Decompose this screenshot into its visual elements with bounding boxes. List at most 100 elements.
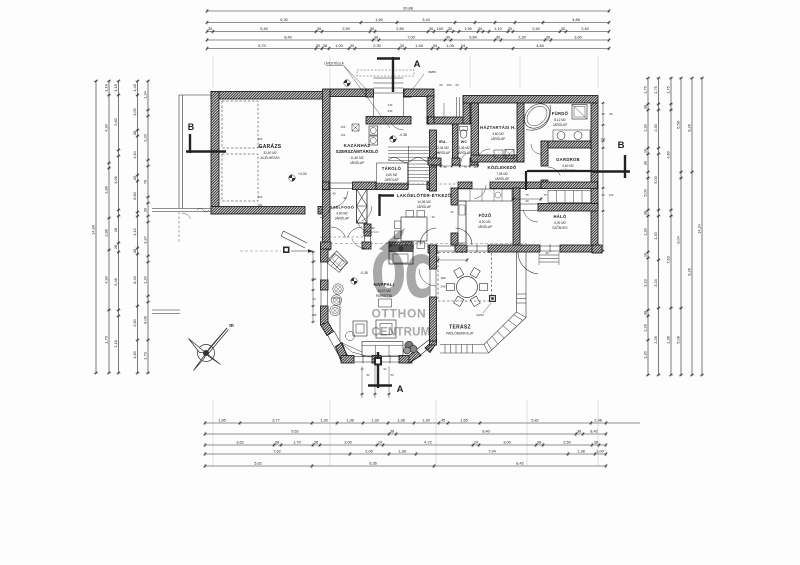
svg-text:630: 630 (312, 277, 317, 281)
svg-text:30: 30 (546, 35, 551, 40)
svg-text:2,40: 2,40 (581, 26, 589, 31)
svg-text:GARDROB: GARDROB (556, 157, 580, 162)
svg-text:JÁRÓLAP: JÁRÓLAP (495, 176, 510, 181)
svg-text:5,40: 5,40 (260, 26, 268, 31)
svg-text:FÜRDŐ: FÜRDŐ (552, 111, 569, 116)
svg-text:9,40: 9,40 (482, 429, 490, 434)
svg-text:1,75: 1,75 (643, 86, 648, 94)
svg-text:60: 60 (439, 83, 443, 87)
svg-text:JÁRÓLAP: JÁRÓLAP (384, 177, 399, 182)
svg-text:1,20: 1,20 (143, 275, 148, 283)
svg-text:m: m (229, 323, 234, 329)
svg-text:1,79: 1,79 (104, 336, 109, 344)
svg-text:285: 285 (312, 313, 317, 317)
svg-text:4,30: 4,30 (104, 123, 109, 131)
svg-text:30: 30 (448, 26, 453, 31)
svg-text:1,38: 1,38 (346, 418, 354, 423)
svg-text:3,60: 3,60 (574, 35, 582, 40)
svg-text:1,30: 1,30 (643, 227, 648, 235)
svg-text:28: 28 (113, 228, 118, 232)
svg-text:28: 28 (113, 245, 118, 249)
svg-text:10: 10 (378, 440, 383, 445)
svg-text:SZŐNYEG: SZŐNYEG (552, 225, 568, 230)
svg-text:TÁROLÓ: TÁROLÓ (382, 166, 402, 171)
svg-text:4,60 M2: 4,60 M2 (492, 132, 504, 136)
svg-text:CENTRUM: CENTRUM (372, 327, 431, 339)
svg-text:90: 90 (371, 226, 375, 230)
svg-text:3,06: 3,06 (113, 176, 118, 184)
svg-text:240: 240 (440, 285, 445, 289)
svg-text:10: 10 (643, 148, 648, 153)
svg-text:38: 38 (390, 429, 394, 434)
svg-text:75: 75 (463, 165, 467, 169)
svg-text:30: 30 (561, 26, 566, 31)
svg-text:4,72: 4,72 (424, 440, 432, 445)
svg-text:50: 50 (390, 373, 394, 377)
svg-text:30: 30 (317, 26, 322, 31)
svg-text:30: 30 (143, 207, 148, 212)
svg-text:2,79: 2,79 (143, 352, 148, 360)
svg-text:1,38: 1,38 (398, 449, 406, 454)
svg-text:NAPPALI: NAPPALI (373, 282, 394, 287)
svg-text:30: 30 (370, 26, 375, 31)
svg-text:38: 38 (577, 429, 581, 434)
svg-text:78: 78 (143, 180, 148, 184)
svg-text:1,30: 1,30 (653, 231, 658, 239)
svg-text:14,06 M2: 14,06 M2 (417, 200, 431, 204)
svg-text:1,38: 1,38 (577, 449, 585, 454)
svg-text:JÁRÓLAP: JÁRÓLAP (491, 136, 506, 141)
svg-text:30: 30 (208, 26, 213, 31)
svg-text:38: 38 (594, 440, 598, 445)
svg-text:JÁRÓLAP: JÁRÓLAP (478, 224, 493, 229)
svg-text:1,70: 1,70 (293, 440, 301, 445)
svg-text:2,80: 2,80 (396, 26, 404, 31)
svg-text:7,63: 7,63 (666, 256, 671, 264)
svg-text:14,90: 14,90 (91, 224, 96, 235)
svg-text:100: 100 (437, 26, 444, 31)
svg-text:240: 240 (388, 103, 393, 107)
svg-text:2,60: 2,60 (113, 117, 118, 125)
svg-text:1,12: 1,12 (132, 228, 137, 236)
svg-text:5,82: 5,82 (531, 418, 539, 423)
svg-text:1,34: 1,34 (143, 90, 148, 98)
svg-text:30: 30 (508, 26, 513, 31)
svg-text:A: A (397, 384, 404, 395)
svg-text:4,00 M2: 4,00 M2 (336, 212, 348, 216)
svg-text:1,00: 1,00 (335, 43, 343, 48)
svg-text:38: 38 (132, 131, 137, 135)
svg-text:WC: WC (461, 140, 468, 144)
svg-text:ÜVEGTÉGLA: ÜVEGTÉGLA (324, 61, 344, 66)
svg-text:1,18: 1,18 (104, 84, 109, 92)
svg-text:30: 30 (132, 175, 137, 180)
svg-text:90: 90 (473, 165, 477, 169)
svg-text:7,09: 7,09 (407, 35, 415, 40)
svg-text:30: 30 (431, 215, 435, 219)
svg-text:630: 630 (388, 109, 393, 113)
svg-text:-0,38: -0,38 (399, 133, 407, 137)
svg-text:2,80: 2,80 (132, 318, 137, 326)
svg-text:3,00: 3,00 (503, 440, 511, 445)
svg-text:3,62: 3,62 (236, 440, 244, 445)
svg-text:30: 30 (429, 26, 434, 31)
svg-text:90: 90 (332, 192, 336, 196)
svg-text:FŐZŐ: FŐZŐ (479, 213, 492, 218)
svg-text:6,58: 6,58 (676, 121, 681, 129)
svg-text:86: 86 (609, 112, 613, 116)
svg-text:5,70: 5,70 (258, 43, 266, 48)
svg-text:3,00: 3,00 (132, 107, 137, 115)
svg-text:180: 180 (440, 276, 445, 280)
svg-text:10: 10 (474, 440, 479, 445)
svg-text:2,30: 2,30 (643, 123, 648, 131)
svg-text:4,64: 4,64 (132, 150, 137, 158)
svg-text:90: 90 (443, 165, 447, 169)
svg-text:75: 75 (525, 193, 529, 197)
svg-text:2,86: 2,86 (104, 186, 109, 194)
svg-text:30: 30 (350, 43, 355, 48)
svg-text:205: 205 (341, 125, 346, 129)
svg-text:3,37: 3,37 (143, 236, 148, 244)
svg-text:6,30: 6,30 (280, 17, 288, 22)
svg-text:-0,35: -0,35 (360, 271, 368, 275)
svg-text:90: 90 (343, 196, 347, 200)
svg-text:1,36 M2: 1,36 M2 (458, 146, 470, 150)
svg-text:38: 38 (643, 105, 648, 109)
